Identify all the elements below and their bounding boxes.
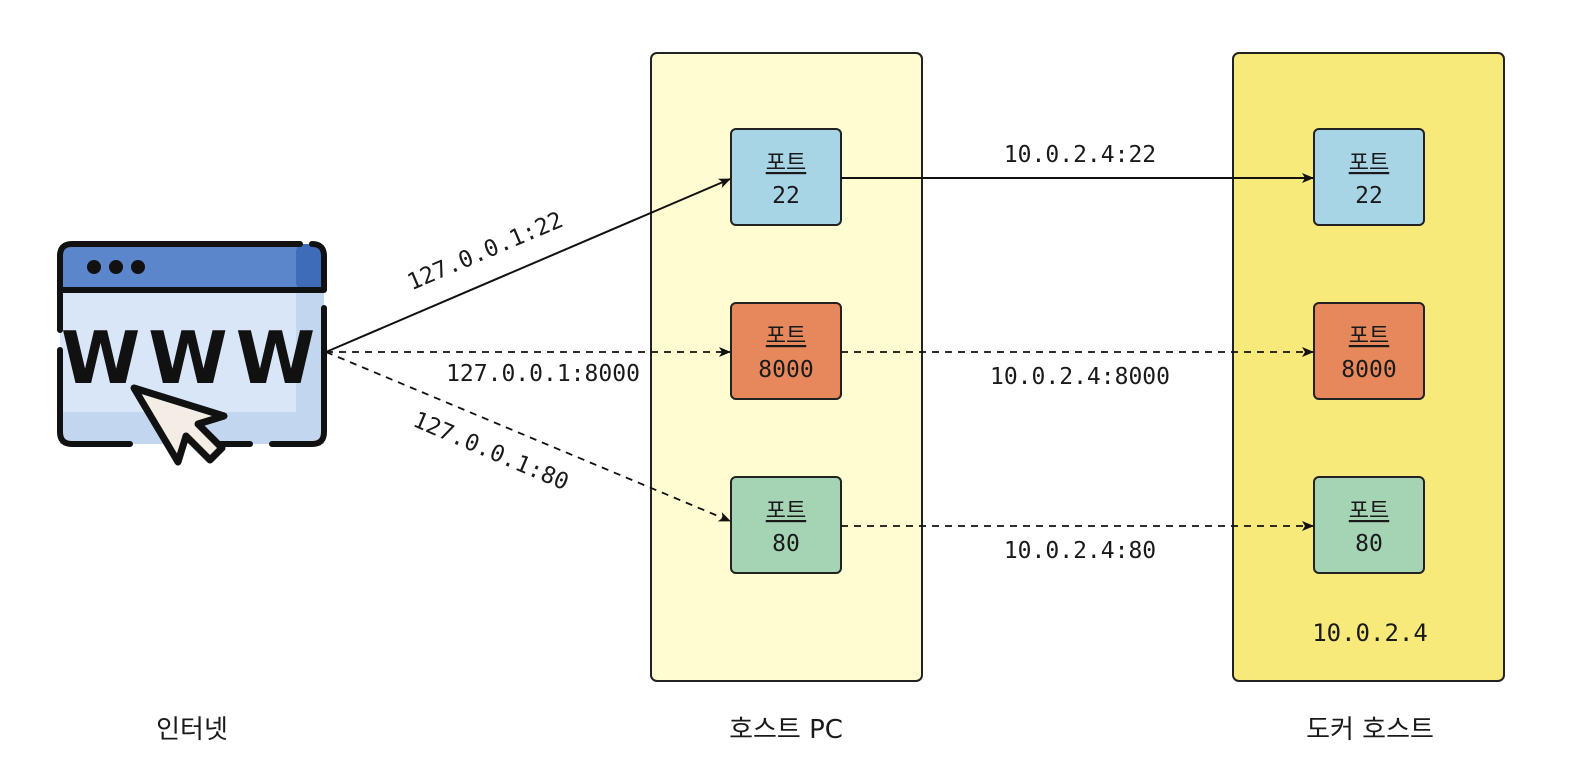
docker-port-80-number: 80 (1355, 531, 1383, 557)
docker-port-22-number: 22 (1355, 183, 1383, 209)
host-port-22-title: 포트 (766, 151, 806, 176)
browser-www-cursor-icon: WWW (57, 241, 327, 466)
host-port-8000-box (730, 302, 842, 400)
docker-port-22-box (1313, 128, 1425, 226)
label-10-0-2-4-22: 10.0.2.4:22 (1004, 142, 1156, 168)
label-127-0-0-1-22: 127.0.0.1:22 (404, 207, 567, 296)
docker-host-label: 도커 호스트 (1306, 715, 1434, 745)
host-port-8000: 포트 8000 (730, 302, 842, 400)
docker-port-8000-title: 포트 (1349, 324, 1389, 349)
internet-label: 인터넷 (156, 715, 228, 745)
host-port-80: 포트 80 (730, 476, 842, 574)
host-port-22-box (730, 128, 842, 226)
label-127-0-0-1-80: 127.0.0.1:80 (409, 407, 572, 496)
host-port-22: 포트 22 (730, 128, 842, 226)
host-port-80-title: 포트 (766, 499, 806, 524)
host-port-22-number: 22 (772, 183, 800, 209)
label-10-0-2-4-8000: 10.0.2.4:8000 (990, 364, 1170, 390)
docker-port-8000-box (1313, 302, 1425, 400)
docker-port-22: 포트 22 (1313, 128, 1425, 226)
docker-port-8000-number: 8000 (1341, 357, 1396, 383)
docker-port-80-title: 포트 (1349, 499, 1389, 524)
label-127-0-0-1-8000: 127.0.0.1:8000 (446, 361, 640, 387)
host-port-8000-number: 8000 (758, 357, 813, 383)
label-10-0-2-4-80: 10.0.2.4:80 (1004, 538, 1156, 564)
arrow-internet-to-host-22 (325, 178, 731, 353)
docker-port-80-box (1313, 476, 1425, 574)
host-port-8000-title: 포트 (766, 324, 806, 349)
docker-port-80: 포트 80 (1313, 476, 1425, 574)
cursor-arrow-icon (130, 384, 228, 466)
host-port-80-box (730, 476, 842, 574)
docker-host-ip: 10.0.2.4 (1312, 619, 1428, 647)
arrow-internet-to-host-80 (325, 351, 731, 522)
docker-port-22-title: 포트 (1349, 151, 1389, 176)
www-text: WWW (61, 316, 323, 400)
docker-port-8000: 포트 8000 (1313, 302, 1425, 400)
host-pc-label: 호스트 PC (729, 715, 843, 745)
host-port-80-number: 80 (772, 531, 800, 557)
